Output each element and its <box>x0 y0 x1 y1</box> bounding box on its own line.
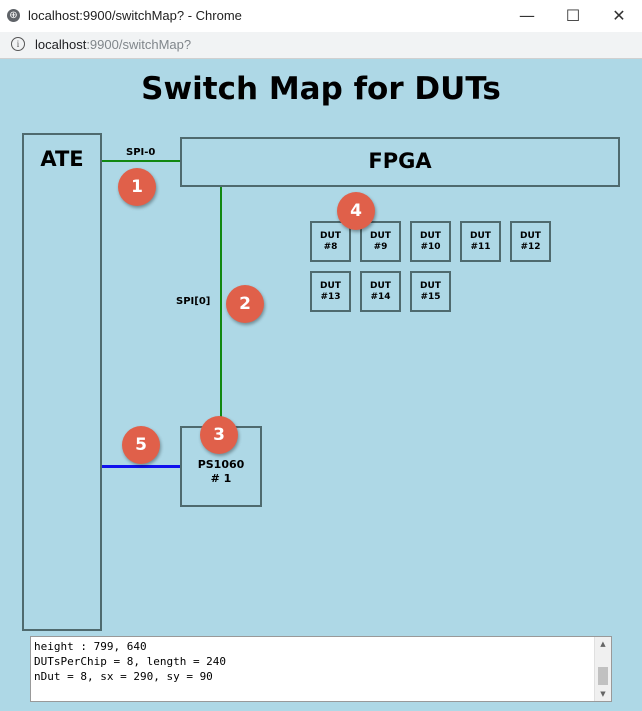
window-title: localhost:9900/switchMap? - Chrome <box>28 8 242 23</box>
dut-box: DUT#13 <box>310 271 351 312</box>
ps1060-name: PS1060 <box>197 458 245 471</box>
marker-1: 1 <box>118 168 156 206</box>
url-host: localhost <box>35 37 87 52</box>
spi-bus-connection-line <box>220 187 222 426</box>
address-bar[interactable]: i localhost:9900/switchMap? <box>0 32 642 59</box>
dut-label-text: DUT <box>420 281 441 291</box>
dut-label: DUT#14 <box>362 281 399 303</box>
dut-label-text: DUT <box>320 281 341 291</box>
url-text[interactable]: localhost:9900/switchMap? <box>35 37 191 52</box>
dut-number: #14 <box>370 292 391 302</box>
switch-map-canvas: Switch Map for DUTs ATE FPGA SPI-0 SPI[0… <box>2 59 640 711</box>
scroll-thumb[interactable] <box>598 667 608 685</box>
dut-number: #15 <box>420 292 441 302</box>
dut-number: #10 <box>420 242 441 252</box>
browser-title-bar: ⊕ localhost:9900/switchMap? - Chrome — ☐… <box>0 0 642 33</box>
dut-box: DUT#12 <box>510 221 551 262</box>
fpga-box: FPGA <box>180 137 620 187</box>
ps1060-number: # 1 <box>210 472 232 485</box>
dut-label: DUT#13 <box>312 281 349 303</box>
dut-label-text: DUT <box>470 231 491 241</box>
dut-label-text: DUT <box>370 281 391 291</box>
dut-box: DUT#11 <box>460 221 501 262</box>
dut-label: DUT#8 <box>312 231 349 253</box>
fpga-label: FPGA <box>368 149 432 173</box>
dut-number: #12 <box>520 242 541 252</box>
spi-bus-label: SPI[0] <box>176 296 211 307</box>
dut-label: DUT#10 <box>412 231 449 253</box>
dut-number: #9 <box>373 242 388 252</box>
dut-label-text: DUT <box>520 231 541 241</box>
power-connection-line <box>102 465 180 468</box>
dut-label-text: DUT <box>420 231 441 241</box>
dut-label-text: DUT <box>370 231 391 241</box>
spi0-label: SPI-0 <box>126 147 156 158</box>
log-scrollbar[interactable]: ▲ ▼ <box>594 637 611 701</box>
dut-number: #8 <box>323 242 338 252</box>
dut-box: DUT#8 <box>310 221 351 262</box>
dut-box: DUT#9 <box>360 221 401 262</box>
marker-4: 4 <box>337 192 375 230</box>
minimize-button[interactable]: — <box>519 6 535 25</box>
spi0-connection-line <box>102 160 180 162</box>
dut-number: #11 <box>470 242 491 252</box>
ate-label: ATE <box>40 147 84 171</box>
url-path: :9900/switchMap? <box>86 37 192 52</box>
marker-5: 5 <box>122 426 160 464</box>
maximize-button[interactable]: ☐ <box>565 6 581 25</box>
dut-label: DUT#12 <box>512 231 549 253</box>
dut-label: DUT#11 <box>462 231 499 253</box>
dut-label: DUT#15 <box>412 281 449 303</box>
dut-box: DUT#10 <box>410 221 451 262</box>
globe-icon: ⊕ <box>7 9 20 22</box>
dut-number: #13 <box>320 292 341 302</box>
dut-label: DUT#9 <box>362 231 399 253</box>
marker-3: 3 <box>200 416 238 454</box>
log-line: DUTsPerChip = 8, length = 240 <box>34 655 227 668</box>
log-line: nDut = 8, sx = 290, sy = 90 <box>34 670 213 683</box>
dut-box: DUT#14 <box>360 271 401 312</box>
scroll-down-icon[interactable]: ▼ <box>600 690 606 698</box>
page-title: Switch Map for DUTs <box>141 71 501 107</box>
scroll-up-icon[interactable]: ▲ <box>600 640 606 648</box>
log-line: height : 799, 640 <box>34 640 147 653</box>
info-icon[interactable]: i <box>11 37 25 51</box>
ps1060-label: PS1060 # 1 <box>182 458 260 486</box>
close-button[interactable]: ✕ <box>612 6 626 25</box>
marker-2: 2 <box>226 285 264 323</box>
dut-label-text: DUT <box>320 231 341 241</box>
ate-box: ATE <box>22 133 102 631</box>
dut-box: DUT#15 <box>410 271 451 312</box>
